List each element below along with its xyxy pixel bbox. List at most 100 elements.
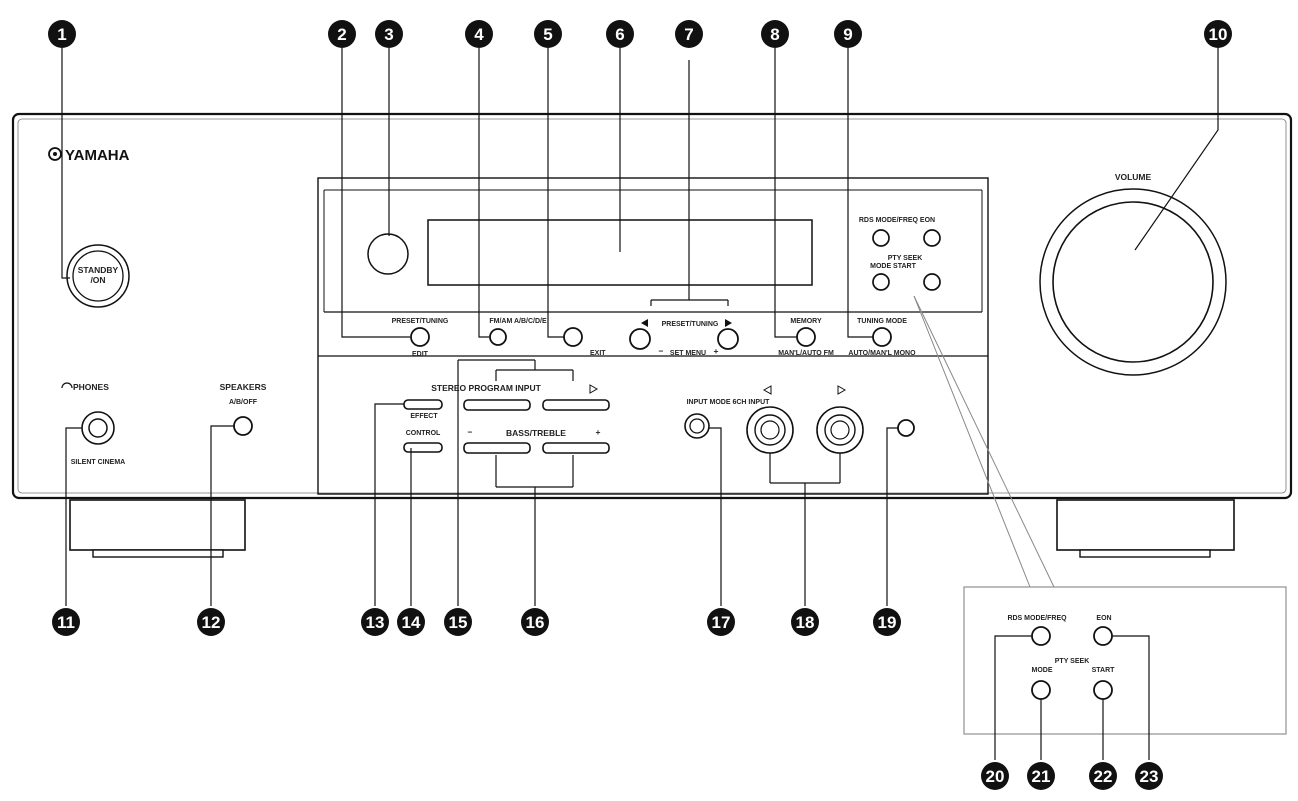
standby-on-button[interactable]: STANDBY /ON	[66, 244, 130, 308]
speakers-label: SPEAKERS	[220, 382, 267, 392]
callout-2: 2	[328, 20, 356, 48]
speakers-sub-label: A/B/OFF	[229, 399, 258, 406]
preset-tuning-label: PRESET/TUNING	[392, 318, 449, 325]
bass-treble-plus-button[interactable]	[542, 442, 610, 454]
chassis-inner-line	[17, 118, 1287, 494]
svg-text:12: 12	[202, 613, 221, 632]
set-menu-label: SET MENU	[670, 350, 706, 357]
bass-treble-label: BASS/TREBLE	[506, 428, 566, 438]
right-foot	[1056, 499, 1235, 558]
stereo-program-button[interactable]	[403, 399, 443, 410]
inset-mode-label: MODE	[1032, 667, 1053, 674]
rds-panel-top-label: RDS MODE/FREQ EON	[859, 217, 935, 224]
tuning-mode-sub-label: AUTO/MAN'L MONO	[848, 350, 916, 357]
pty-seek-start-button[interactable]	[923, 273, 941, 291]
chassis-outline	[11, 112, 1293, 500]
tuning-mode-label: TUNING MODE	[857, 318, 907, 325]
left-foot	[69, 499, 246, 558]
callout-10: 10	[1204, 20, 1232, 48]
svg-text:21: 21	[1032, 767, 1051, 786]
jog-bracket	[769, 453, 841, 606]
inset-eon-label: EON	[1096, 615, 1111, 622]
pty-seek-mode-button[interactable]	[872, 273, 890, 291]
inset-eon-button[interactable]	[1093, 626, 1113, 646]
edit-label: EDIT	[412, 351, 429, 358]
svg-text:5: 5	[543, 25, 552, 44]
standby-label-2: /ON	[90, 275, 105, 285]
svg-text:22: 22	[1094, 767, 1113, 786]
rds-mode-freq-button[interactable]	[872, 229, 890, 247]
phones-label: PHONES	[73, 382, 109, 392]
effect-label: EFFECT	[410, 413, 438, 420]
svg-text:1: 1	[57, 25, 66, 44]
svg-text:4: 4	[474, 25, 484, 44]
small-button-19[interactable]	[897, 419, 915, 437]
control-label: CONTROL	[406, 430, 441, 437]
eon-button[interactable]	[923, 229, 941, 247]
input-left-button[interactable]	[463, 399, 531, 411]
preset-tuning-arrow-group	[650, 60, 729, 306]
callout-12: 12	[197, 608, 225, 636]
callout-18: 18	[791, 608, 819, 636]
memory-button[interactable]	[796, 327, 816, 347]
bass-plus-label: +	[596, 427, 601, 437]
svg-text:11: 11	[57, 613, 75, 632]
exit-label: EXIT	[590, 350, 606, 357]
callout-13: 13	[361, 608, 389, 636]
jog-right-button[interactable]	[816, 406, 864, 454]
fm-am-label: FM/AM A/B/C/D/E	[489, 318, 547, 325]
inset-pty-mode-button[interactable]	[1031, 680, 1051, 700]
svg-text:20: 20	[986, 767, 1005, 786]
bass-treble-minus-button[interactable]	[463, 442, 531, 454]
speakers-button[interactable]	[233, 416, 253, 436]
input-mode-label: INPUT MODE 6CH INPUT	[687, 399, 771, 406]
preset-tuning-edit-button[interactable]	[410, 327, 430, 347]
remote-sensor	[367, 233, 409, 275]
jog-left-button[interactable]	[746, 406, 794, 454]
center-panel	[317, 177, 989, 495]
callout-5: 5	[534, 20, 562, 48]
tuning-mode-button[interactable]	[872, 327, 892, 347]
standby-label-1: STANDBY	[78, 265, 119, 275]
inset-leader-1	[913, 295, 1031, 588]
leader-lines	[61, 48, 1219, 760]
phones-jack[interactable]	[81, 411, 115, 445]
svg-text:15: 15	[449, 613, 468, 632]
callout-15: 15	[444, 608, 472, 636]
svg-text:16: 16	[526, 613, 545, 632]
memory-label: MEMORY	[790, 318, 822, 325]
svg-text:18: 18	[796, 613, 815, 632]
svg-text:17: 17	[712, 613, 731, 632]
inset-pty-start-button[interactable]	[1093, 680, 1113, 700]
inset-rds-label: RDS MODE/FREQ	[1007, 615, 1067, 622]
callout-17: 17	[707, 608, 735, 636]
headphone-icon	[61, 382, 73, 389]
input-right-button[interactable]	[542, 399, 610, 411]
rds-mode-start-label: MODE START	[870, 263, 916, 270]
exit-button[interactable]	[563, 327, 583, 347]
callout-19: 19	[873, 608, 901, 636]
volume-knob[interactable]	[1052, 201, 1214, 363]
left-arrow-icon	[641, 319, 648, 327]
callout-20: 20	[981, 762, 1009, 790]
control-button[interactable]	[403, 442, 443, 453]
callout-4: 4	[465, 20, 493, 48]
callout-8: 8	[761, 20, 789, 48]
jog-right-arrow-icon	[837, 385, 847, 395]
preset-tuning-down-button[interactable]	[629, 328, 651, 350]
rds-inset-panel	[963, 586, 1287, 735]
fm-am-button[interactable]	[489, 328, 507, 346]
input-arrow-group	[458, 359, 574, 381]
callout-6: 6	[606, 20, 634, 48]
svg-text:14: 14	[402, 613, 421, 632]
inset-rds-mode-freq-button[interactable]	[1031, 626, 1051, 646]
callout-7: 7	[675, 20, 703, 48]
inset-start-label: START	[1092, 667, 1116, 674]
svg-text:23: 23	[1140, 767, 1159, 786]
preset-tuning-up-button[interactable]	[717, 328, 739, 350]
svg-text:10: 10	[1209, 25, 1228, 44]
plus-label: +	[714, 346, 719, 356]
svg-text:8: 8	[770, 25, 779, 44]
